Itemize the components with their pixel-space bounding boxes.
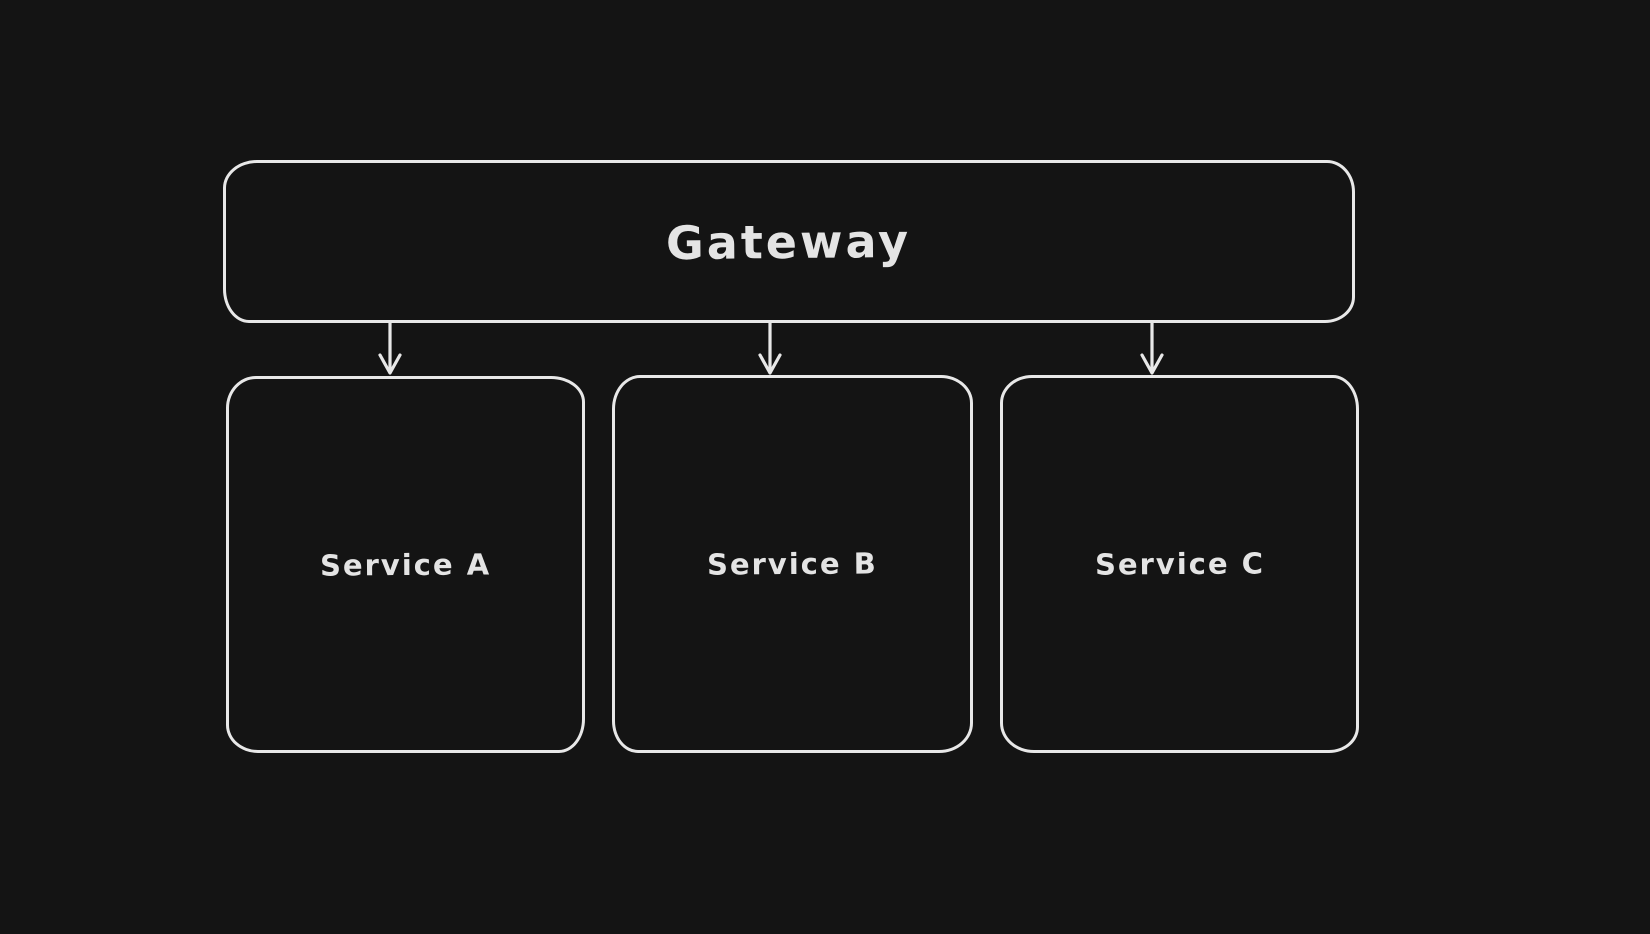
service-c-node[interactable]: Service C: [1000, 375, 1359, 753]
arrow-down-icon: [378, 321, 402, 375]
service-a-node[interactable]: Service A: [226, 376, 585, 753]
service-c-node-label: Service C: [1094, 546, 1265, 582]
service-b-node[interactable]: Service B: [612, 375, 973, 753]
gateway-node[interactable]: Gateway: [223, 160, 1355, 323]
arrow-down-icon: [1140, 321, 1164, 375]
arrow-down-icon: [758, 321, 782, 375]
edge-gateway-to-service-c[interactable]: [1137, 321, 1167, 377]
service-b-node-label: Service B: [706, 546, 878, 582]
gateway-node-label: Gateway: [666, 213, 912, 270]
service-a-node-label: Service A: [319, 546, 492, 583]
edge-gateway-to-service-a[interactable]: [375, 321, 405, 377]
edge-gateway-to-service-b[interactable]: [755, 321, 785, 377]
